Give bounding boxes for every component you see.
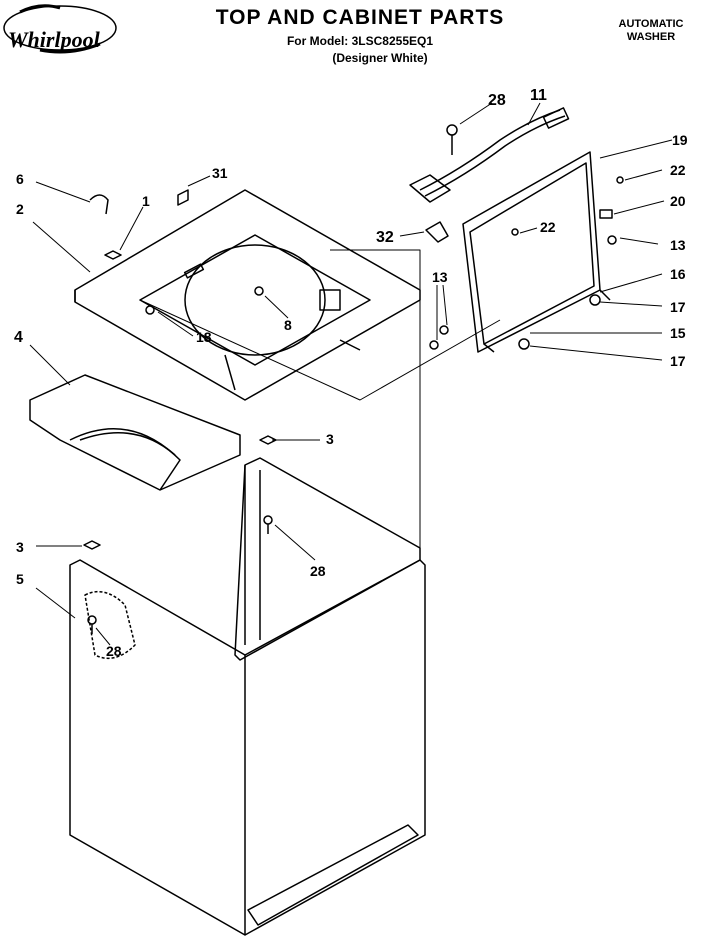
callout-4: 4: [14, 329, 23, 346]
product-type-line-2: WASHER: [626, 31, 676, 43]
callout-3-cabinet: 3: [326, 431, 334, 447]
callout-13-right: 13: [670, 237, 686, 253]
callout-2: 2: [16, 201, 24, 217]
page-title: TOP AND CABINET PARTS: [215, 6, 505, 29]
callout-6: 6: [16, 171, 24, 187]
callout-16: 16: [670, 266, 686, 282]
callout-28-top: 28: [488, 92, 506, 109]
callout-32: 32: [376, 229, 394, 246]
callout-8: 8: [284, 317, 292, 333]
callout-28-cabinet: 28: [310, 563, 326, 579]
callout-18: 18: [196, 329, 212, 345]
callout-1: 1: [142, 193, 150, 209]
whirlpool-logo-icon: [3, 4, 117, 54]
rear-console-icon: [462, 151, 624, 353]
callout-19: 19: [672, 132, 688, 148]
washer-top-panel-icon: [74, 189, 421, 401]
wire-harness-icon: [419, 109, 561, 191]
callout-17-upper: 17: [670, 299, 686, 315]
callout-22-right: 22: [670, 162, 686, 178]
cabinet-frame-icon: [69, 457, 426, 936]
brand-name: Whirlpool: [8, 27, 100, 52]
cabinet-side-panel-icon: [29, 374, 241, 491]
callout-13-center: 13: [432, 269, 448, 285]
brand-logo: Whirlpool: [3, 4, 117, 54]
model-number: For Model: 3LSC8255EQ1: [286, 34, 434, 48]
callout-3-side: 3: [16, 539, 24, 555]
callout-17-lower: 17: [670, 353, 686, 369]
callout-28-side: 28: [106, 643, 122, 659]
callout-20: 20: [670, 193, 686, 209]
callout-11: 11: [530, 87, 547, 104]
callout-labels: 28 11 19 22 20 13 16 17 15 17 6 31 1 2 3…: [14, 87, 688, 659]
callout-5: 5: [16, 571, 24, 587]
product-type-line-1: AUTOMATIC: [618, 18, 684, 30]
callout-31: 31: [212, 165, 228, 181]
callout-15: 15: [670, 325, 686, 341]
callout-22-center: 22: [540, 219, 556, 235]
model-variant: (Designer White): [332, 51, 428, 65]
